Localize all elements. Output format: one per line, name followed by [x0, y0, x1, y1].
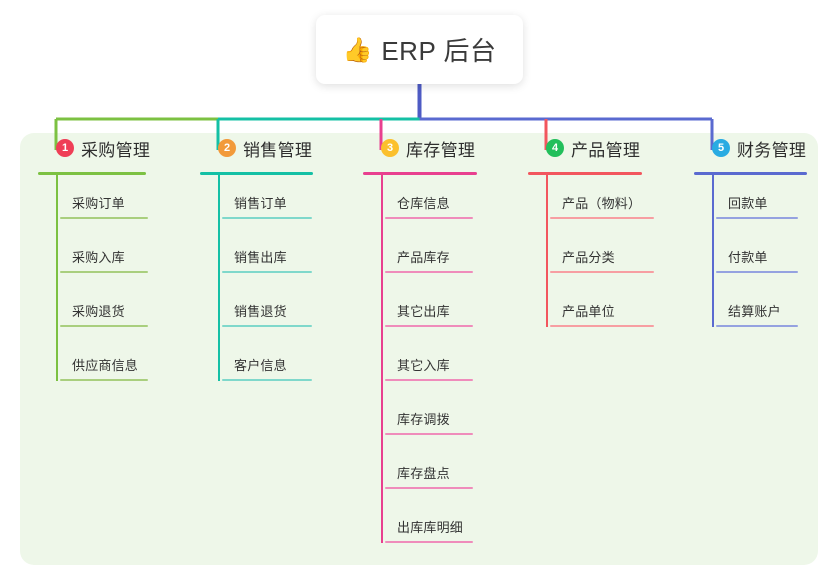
- leaf-item[interactable]: 其它入库: [385, 347, 473, 381]
- leaf-item-underline: [60, 379, 148, 381]
- branch-header-5[interactable]: 5 财务管理: [694, 133, 806, 163]
- leaf-item[interactable]: 库存调拨: [385, 401, 473, 435]
- leaf-item-underline: [222, 271, 312, 273]
- leaf-item[interactable]: 产品（物料）: [550, 185, 654, 219]
- branch-columns: 1 采购管理采购订单采购入库采购退货供应商信息 2 销售管理销售订单销售出库销售退货客…: [0, 133, 839, 565]
- leaf-item-label: 结算账户: [728, 304, 781, 319]
- branch-column-3: 3 库存管理仓库信息产品库存其它出库其它入库库存调拨库存盘点出库库明细: [363, 133, 477, 543]
- leaf-item-label: 销售订单: [234, 196, 287, 211]
- branch-title: 销售管理: [243, 140, 313, 160]
- leaf-item[interactable]: 销售退货: [222, 293, 312, 327]
- branch-column-1: 1 采购管理采购订单采购入库采购退货供应商信息: [38, 133, 150, 381]
- leaf-item-underline: [385, 541, 473, 543]
- leaf-item[interactable]: 销售订单: [222, 185, 312, 219]
- branch-underline: [363, 172, 477, 175]
- branch-spine: [381, 174, 383, 543]
- leaf-item-underline: [60, 217, 148, 219]
- leaf-item-underline: [550, 271, 654, 273]
- leaf-item-underline: [385, 217, 473, 219]
- leaf-item[interactable]: 产品库存: [385, 239, 473, 273]
- branch-underline: [528, 172, 642, 175]
- branch-spine: [56, 174, 58, 381]
- leaf-item[interactable]: 采购入库: [60, 239, 148, 273]
- branch-number-badge: 3: [381, 139, 399, 157]
- diagram-background-panel: [20, 133, 818, 565]
- branch-title: 采购管理: [81, 140, 151, 160]
- branch-underline: [38, 172, 146, 175]
- branch-column-5: 5 财务管理回款单付款单结算账户: [694, 133, 807, 327]
- leaf-item-underline: [385, 487, 473, 489]
- leaf-item-underline: [222, 217, 312, 219]
- branch-header-4[interactable]: 4 产品管理: [528, 133, 640, 163]
- root-node-erp-backend[interactable]: 👍 ERP 后台: [316, 15, 523, 84]
- branch-header-3[interactable]: 3 库存管理: [363, 133, 475, 163]
- branch-title: 财务管理: [737, 140, 807, 160]
- leaf-item-underline: [716, 217, 798, 219]
- leaf-item-label: 产品单位: [562, 304, 615, 319]
- leaf-item[interactable]: 结算账户: [716, 293, 798, 327]
- thumbs-up-icon: 👍: [342, 36, 373, 64]
- branch-underline: [200, 172, 313, 175]
- leaf-item-label: 仓库信息: [397, 196, 450, 211]
- leaf-item-label: 回款单: [728, 196, 768, 211]
- leaf-item-underline: [222, 325, 312, 327]
- leaf-item-label: 采购入库: [72, 250, 125, 265]
- branch-underline: [694, 172, 807, 175]
- leaf-item-label: 产品（物料）: [562, 196, 642, 211]
- branch-number-badge: 1: [56, 139, 74, 157]
- leaf-item-label: 销售退货: [234, 304, 287, 319]
- leaf-item[interactable]: 出库库明细: [385, 509, 473, 543]
- leaf-item-underline: [222, 379, 312, 381]
- branch-header-2[interactable]: 2 销售管理: [200, 133, 312, 163]
- leaf-item-label: 采购退货: [72, 304, 125, 319]
- branch-title: 产品管理: [571, 140, 641, 160]
- branch-header-1[interactable]: 1 采购管理: [38, 133, 150, 163]
- branch-spine: [712, 174, 714, 327]
- leaf-item-label: 采购订单: [72, 196, 125, 211]
- leaf-item[interactable]: 付款单: [716, 239, 798, 273]
- leaf-item-underline: [716, 271, 798, 273]
- leaf-item[interactable]: 客户信息: [222, 347, 312, 381]
- branch-spine: [546, 174, 548, 327]
- leaf-item[interactable]: 供应商信息: [60, 347, 148, 381]
- branch-number-badge: 4: [546, 139, 564, 157]
- leaf-item[interactable]: 仓库信息: [385, 185, 473, 219]
- branch-title: 库存管理: [406, 140, 476, 160]
- leaf-item-underline: [385, 271, 473, 273]
- leaf-item-label: 库存调拨: [397, 412, 450, 427]
- leaf-item-label: 付款单: [728, 250, 768, 265]
- branch-number-badge: 2: [218, 139, 236, 157]
- leaf-item-underline: [385, 325, 473, 327]
- leaf-item-underline: [60, 271, 148, 273]
- branch-column-2: 2 销售管理销售订单销售出库销售退货客户信息: [200, 133, 313, 381]
- leaf-item-underline: [550, 217, 654, 219]
- leaf-item-underline: [385, 433, 473, 435]
- leaf-item-label: 产品分类: [562, 250, 615, 265]
- leaf-item[interactable]: 库存盘点: [385, 455, 473, 489]
- leaf-item-label: 销售出库: [234, 250, 287, 265]
- leaf-item-label: 其它出库: [397, 304, 450, 319]
- branch-number-badge: 5: [712, 139, 730, 157]
- leaf-item[interactable]: 其它出库: [385, 293, 473, 327]
- leaf-item-underline: [60, 325, 148, 327]
- leaf-item-label: 供应商信息: [72, 358, 139, 373]
- leaf-item[interactable]: 产品单位: [550, 293, 654, 327]
- leaf-item-label: 客户信息: [234, 358, 287, 373]
- branch-spine: [218, 174, 220, 381]
- leaf-item[interactable]: 销售出库: [222, 239, 312, 273]
- root-node-title: ERP 后台: [381, 36, 497, 66]
- branch-column-4: 4 产品管理产品（物料） 产品分类产品单位: [528, 133, 654, 327]
- leaf-item[interactable]: 回款单: [716, 185, 798, 219]
- leaf-item[interactable]: 采购订单: [60, 185, 148, 219]
- leaf-item-label: 出库库明细: [397, 520, 464, 535]
- leaf-item-underline: [385, 379, 473, 381]
- leaf-item-label: 库存盘点: [397, 466, 450, 481]
- leaf-item-label: 产品库存: [397, 250, 450, 265]
- leaf-item-underline: [550, 325, 654, 327]
- leaf-item[interactable]: 产品分类: [550, 239, 654, 273]
- leaf-item-label: 其它入库: [397, 358, 450, 373]
- leaf-item[interactable]: 采购退货: [60, 293, 148, 327]
- leaf-item-underline: [716, 325, 798, 327]
